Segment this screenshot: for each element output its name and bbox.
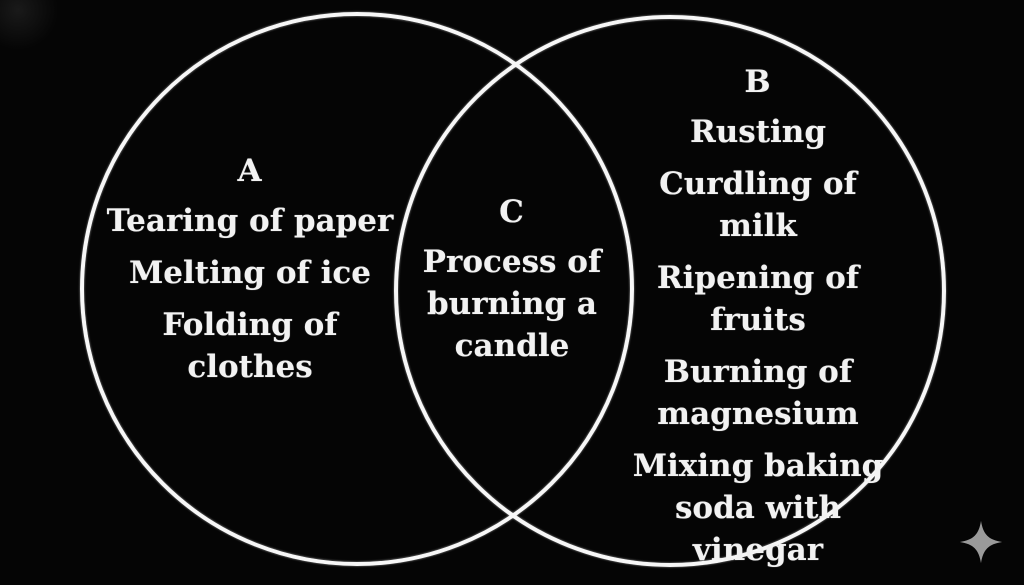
- intersection-item-1: Process of burning a candle: [422, 244, 602, 364]
- set-b-item-5: Mixing baking soda with vinegar: [632, 448, 884, 568]
- intersection-content: C Process of burning a candle: [423, 191, 602, 377]
- set-b-content: B Rusting Curdling of milk Ripening of f…: [625, 61, 891, 581]
- set-a-label: A: [237, 153, 263, 189]
- set-a-item-2: Melting of ice: [128, 255, 372, 291]
- circle-set-b: [394, 15, 946, 567]
- set-b-item-2: Curdling of milk: [659, 166, 857, 244]
- sparkle-icon: [959, 520, 1003, 564]
- set-b-item-1: Rusting: [689, 114, 827, 150]
- set-b-item-4: Burning of magnesium: [657, 354, 859, 432]
- set-a-content: A Tearing of paper Melting of ice Foldin…: [107, 150, 394, 398]
- set-b-item-3: Ripening of fruits: [656, 260, 860, 338]
- set-a-item-3: Folding of clothes: [162, 307, 338, 385]
- intersection-label: C: [499, 194, 525, 230]
- set-b-label: B: [744, 64, 772, 100]
- set-a-item-1: Tearing of paper: [106, 203, 394, 239]
